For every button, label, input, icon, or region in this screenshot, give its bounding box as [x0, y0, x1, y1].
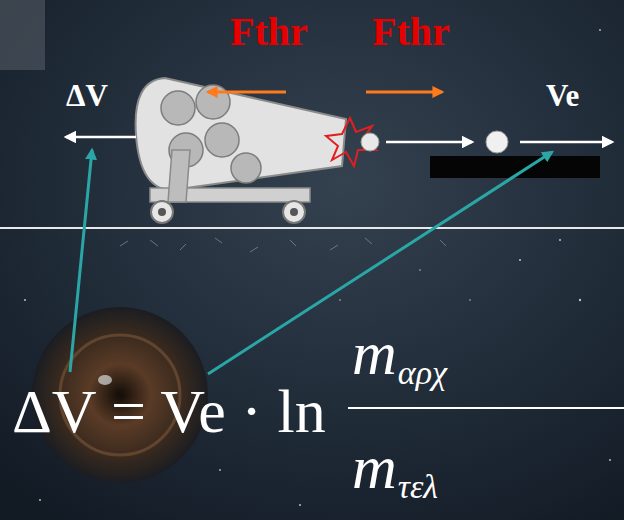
ground-dashes [120, 238, 446, 252]
cannon-barrel [136, 78, 346, 190]
photo-patch [0, 0, 45, 70]
rocket-equation: ΔV = Ve · ln [12, 380, 326, 442]
fraction-bar [348, 407, 624, 409]
thrust-label: Fthr [372, 12, 450, 52]
cannon-leg [168, 150, 190, 202]
thrust-arrow [208, 91, 286, 94]
motion-arrow [386, 141, 472, 144]
wheel [151, 201, 173, 223]
delta-v-label: ΔV [66, 80, 108, 111]
mass-symbol: m [352, 436, 397, 498]
cannon-ball [361, 133, 379, 151]
delta-v-arrow [66, 136, 136, 139]
mass-symbol: m [352, 322, 397, 384]
leader-line [70, 150, 92, 372]
mass-subscript: τελ [398, 470, 438, 504]
thrust-label: Fthr [230, 12, 308, 52]
exhaust-velocity-label: Ve [546, 80, 579, 111]
wheel [283, 201, 305, 223]
exhaust-velocity-arrow [520, 141, 612, 144]
mass-subscript: αρχ [398, 356, 447, 390]
cannon [136, 78, 346, 223]
thrust-arrow [366, 91, 442, 94]
wheel-hub [290, 208, 298, 216]
wheel-hub [158, 208, 166, 216]
cannon-ball [486, 131, 508, 153]
ground-line [0, 227, 624, 229]
